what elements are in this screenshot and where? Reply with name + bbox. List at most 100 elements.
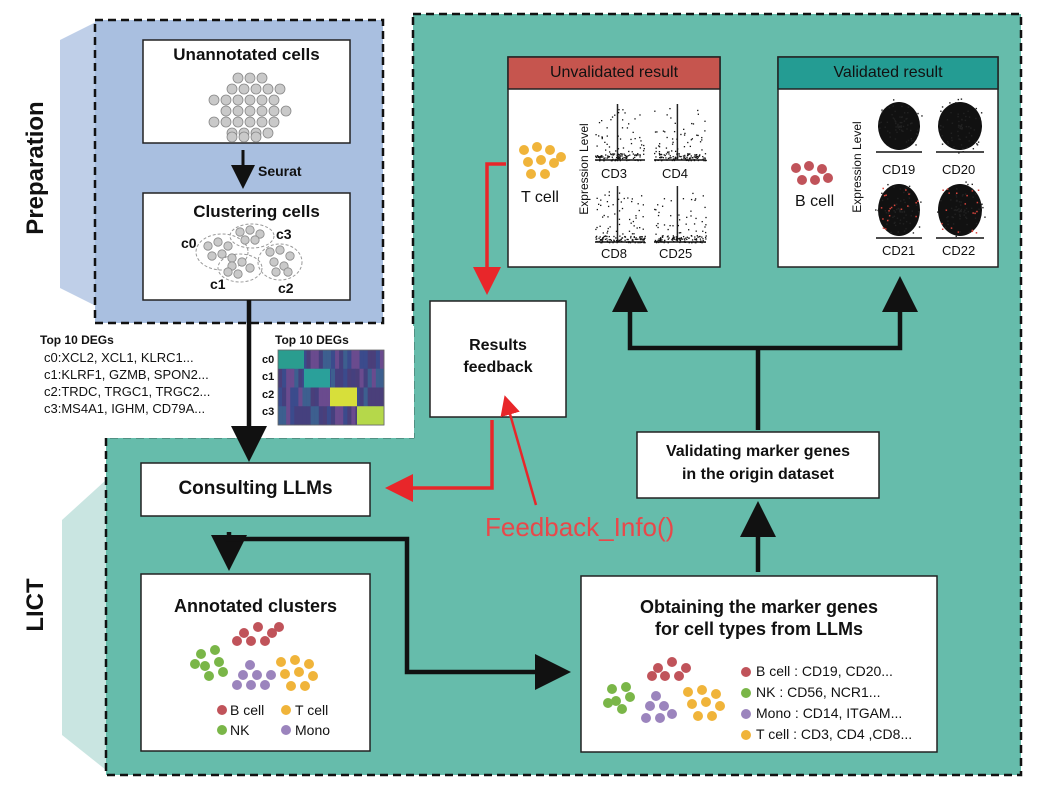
mini-plot-point xyxy=(705,224,707,226)
mini-plot-point xyxy=(626,156,628,158)
b-cell-dot xyxy=(791,163,801,173)
marker-list-item: B cell : CD19, CD20... xyxy=(756,663,893,679)
mini-plot-point xyxy=(608,191,610,193)
consulting-llms-box[interactable] xyxy=(140,462,371,517)
mini-plot-point xyxy=(917,133,919,136)
mini-plot-point xyxy=(901,130,903,132)
mini-plot-point xyxy=(654,110,656,112)
t-cell-dot xyxy=(556,152,566,162)
mini-plot-point xyxy=(688,241,690,244)
mini-plot-point xyxy=(634,241,636,244)
mini-plot-point xyxy=(604,238,607,240)
mini-plot-point xyxy=(679,155,681,158)
unvalidated-violin-plots xyxy=(595,104,707,244)
seurat-label: Seurat xyxy=(258,163,302,179)
mini-plot-point xyxy=(620,201,622,203)
consulting-llms-label[interactable]: Consulting LLMs xyxy=(178,478,333,499)
mini-plot-point xyxy=(633,233,635,235)
mini-plot-point xyxy=(697,134,699,137)
deg-line: c2:TRDC, TRGC1, TRGC2... xyxy=(44,384,211,399)
mini-plot-point xyxy=(630,222,632,224)
cluster-outline-c1 xyxy=(217,253,263,283)
mini-plot-point xyxy=(696,241,698,243)
mini-plot-point xyxy=(704,130,706,132)
mini-plot-point xyxy=(624,236,626,238)
heatmap-cell xyxy=(367,350,373,370)
unvalidated-header xyxy=(507,56,721,90)
mini-plot-point xyxy=(907,124,909,126)
mini-plot-point xyxy=(666,151,669,153)
mini-plot-point xyxy=(893,118,896,120)
mini-plot-point xyxy=(968,140,970,142)
mini-plot-point xyxy=(879,127,881,129)
mini-plot-point xyxy=(603,160,605,162)
heatmap-cell xyxy=(367,387,373,407)
marker-dot-mono xyxy=(741,709,751,719)
unvalidated-title: Unvalidated result xyxy=(549,64,679,81)
mini-plot-point xyxy=(887,130,889,132)
mini-plot-point xyxy=(910,122,912,124)
mini-plot-point xyxy=(950,207,953,210)
mini-plot-point xyxy=(665,153,668,155)
mini-plot-point xyxy=(898,126,901,128)
annotated-cell-dot xyxy=(196,649,206,659)
mini-plot-point xyxy=(610,239,612,241)
mini-plot-point xyxy=(915,204,918,207)
mini-plot-point xyxy=(655,209,657,211)
mini-plot-point xyxy=(682,198,685,200)
mini-plot-point xyxy=(615,156,618,159)
mini-plot-point xyxy=(669,155,671,157)
mini-plot-point xyxy=(956,188,958,190)
mini-plot-point xyxy=(960,204,962,206)
mini-plot-point xyxy=(940,199,942,202)
gene-label: CD4 xyxy=(662,166,689,181)
mini-plot-point xyxy=(912,139,914,142)
mini-plot-point xyxy=(702,239,704,242)
lict-tab xyxy=(62,480,106,770)
clustered-cell-dot xyxy=(227,253,237,263)
mini-plot-point xyxy=(671,238,674,240)
mini-plot-point xyxy=(680,237,682,239)
mini-plot-point xyxy=(663,224,666,226)
heatmap-highlight-c1 xyxy=(304,368,330,388)
heatmap-cell xyxy=(359,387,364,407)
mini-plot-point xyxy=(667,235,669,237)
heatmap-cell xyxy=(306,350,311,370)
mini-plot-point xyxy=(968,126,970,128)
feedback-to-consulting-arrow[interactable] xyxy=(385,420,494,502)
mini-plot-point xyxy=(699,141,702,143)
mini-plot-point xyxy=(626,238,628,241)
unannotated-cell-dot xyxy=(280,105,292,117)
mini-plot-point xyxy=(627,238,629,241)
unvalidated-to-feedback-arrow[interactable] xyxy=(473,162,506,295)
mini-plot-point xyxy=(621,127,624,129)
unannotated-cell-dot xyxy=(262,127,274,139)
mini-plot-point xyxy=(644,235,646,238)
heatmap-cell xyxy=(326,387,332,407)
mini-plot-point xyxy=(612,158,614,160)
mini-plot-point xyxy=(898,125,900,127)
mini-plot-point xyxy=(632,157,635,159)
mini-plot-point xyxy=(888,107,891,109)
heatmap-cell xyxy=(371,387,377,407)
t-cell-icon xyxy=(519,142,566,179)
mini-plot-point xyxy=(635,237,637,239)
mini-plot-point xyxy=(631,198,633,200)
b-cell-label: B cell xyxy=(795,193,835,210)
mini-plot-point xyxy=(903,120,906,122)
mini-plot-point xyxy=(959,127,961,129)
mini-plot-point xyxy=(957,126,960,128)
mini-plot-point xyxy=(956,209,958,212)
mini-plot-point xyxy=(963,112,965,115)
heatmap-cell xyxy=(306,406,311,426)
mini-plot-point xyxy=(617,135,619,137)
mini-plot-highlight xyxy=(966,194,968,197)
mini-plot-point xyxy=(684,156,686,158)
mini-plot-point xyxy=(607,205,610,208)
mini-plot-point xyxy=(631,151,633,153)
mini-plot-point xyxy=(603,157,605,160)
heatmap-cell xyxy=(318,406,324,426)
mini-plot-highlight xyxy=(880,207,883,209)
mini-plot-highlight xyxy=(905,189,907,191)
mini-plot-point xyxy=(673,159,675,161)
